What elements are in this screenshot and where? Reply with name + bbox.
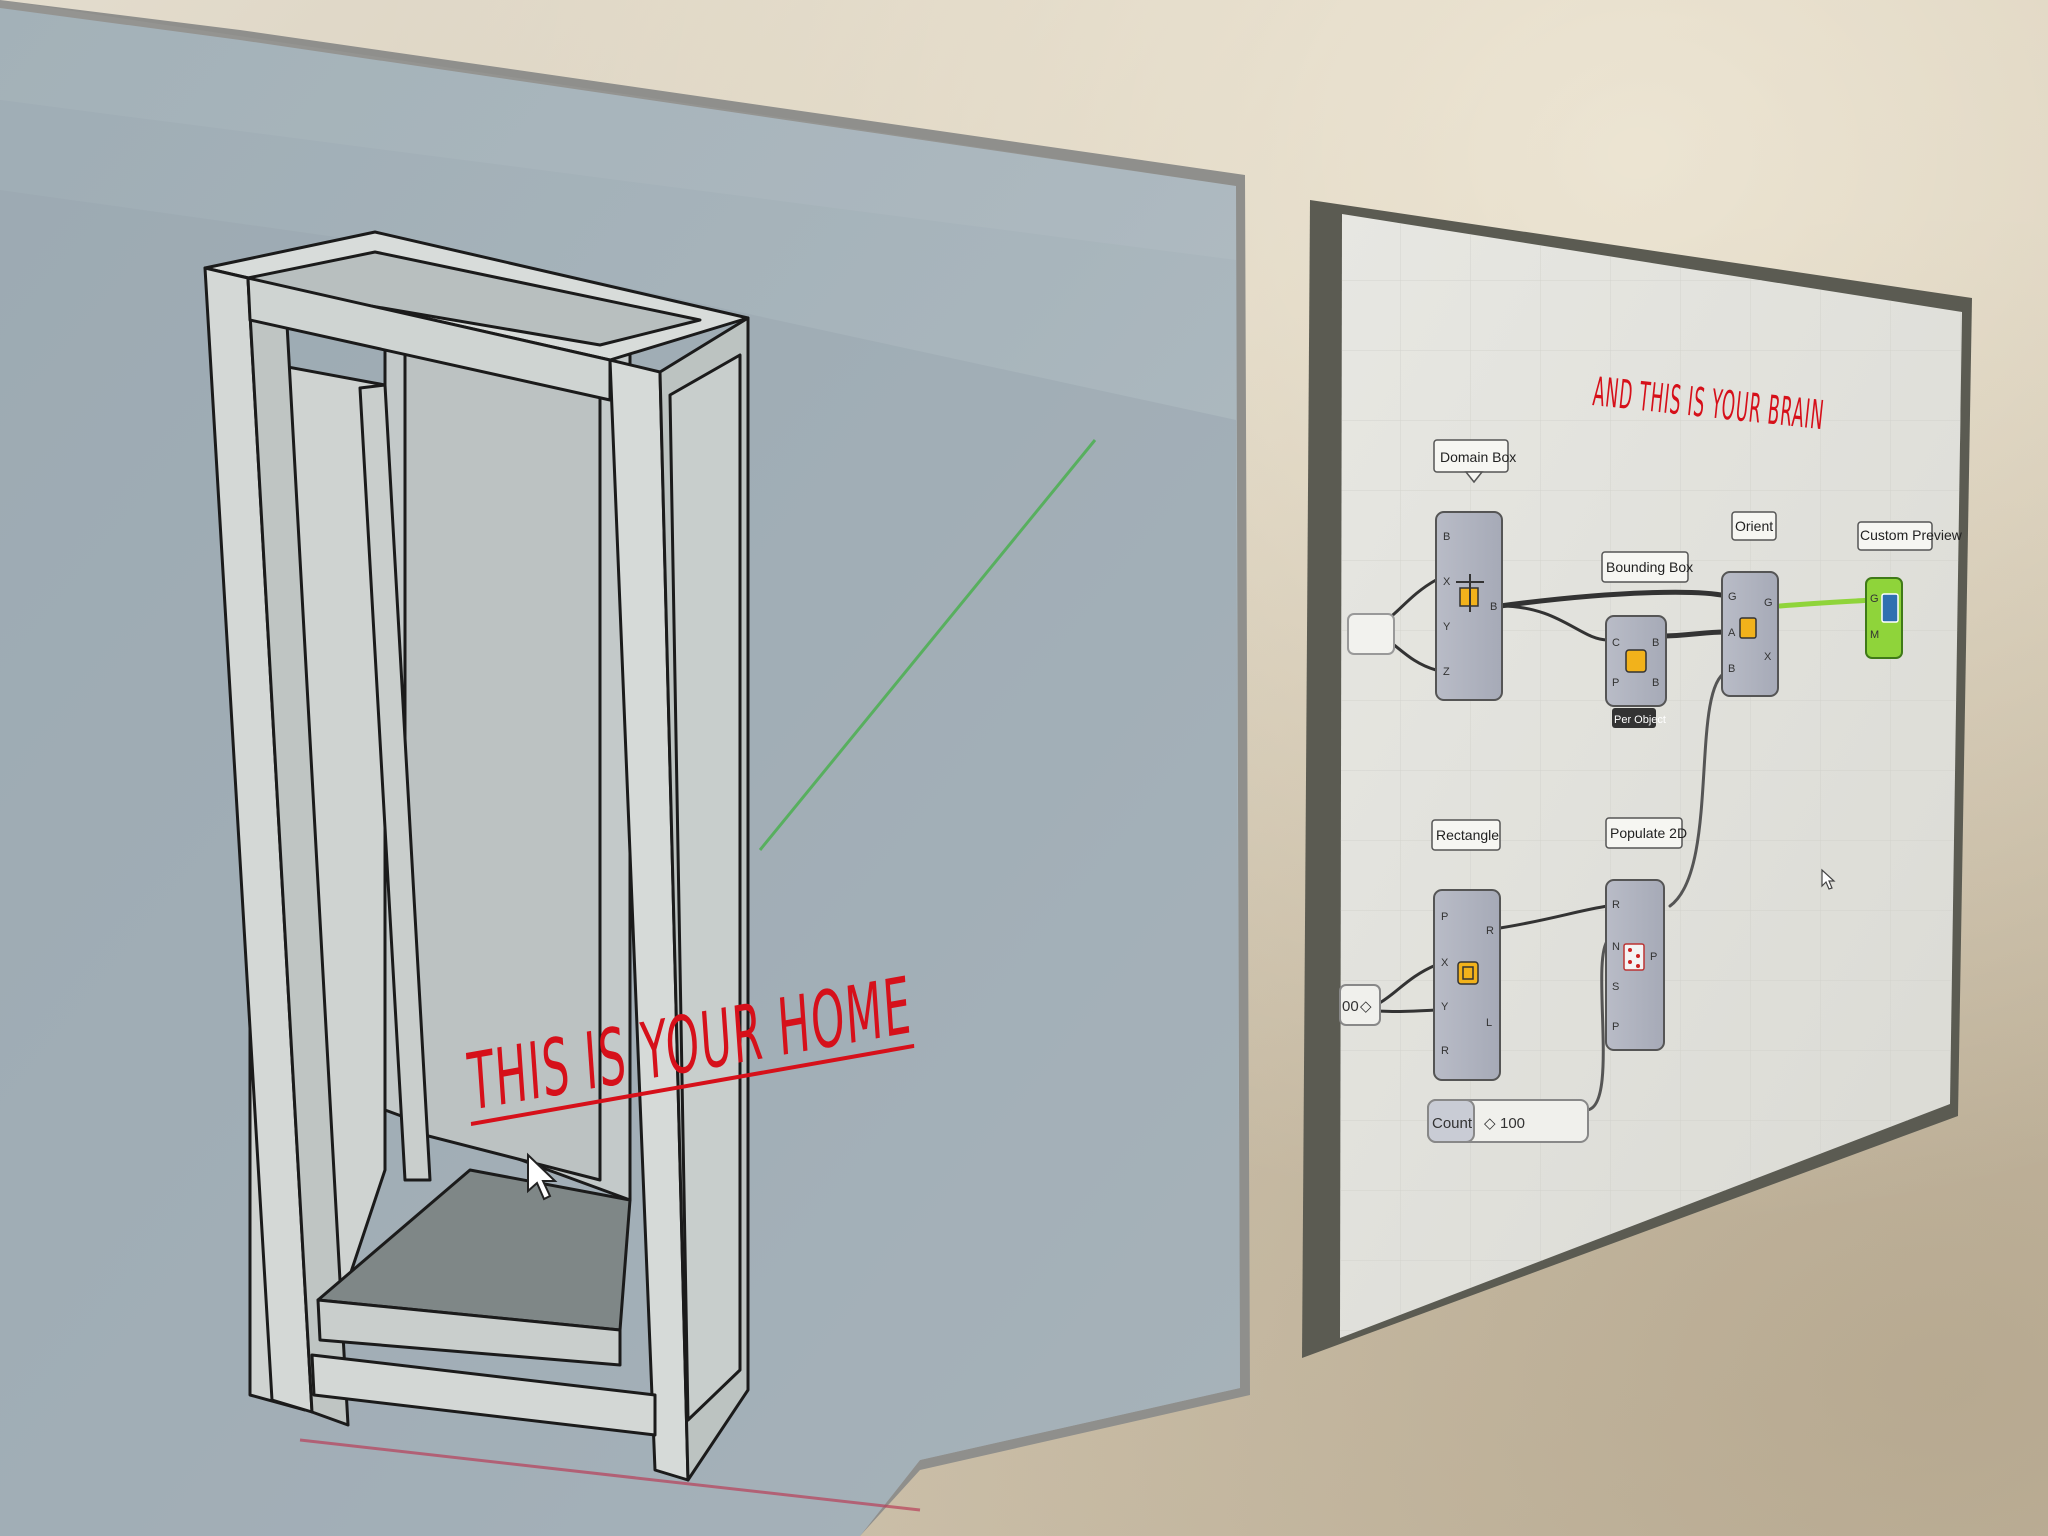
port-label: P: [1650, 951, 1657, 963]
node-label: Custom Preview: [1860, 527, 1963, 543]
partial-panel[interactable]: [1347, 613, 1395, 655]
port-label: N: [1612, 941, 1620, 953]
port-label: X: [1443, 576, 1451, 588]
node-label: Populate 2D: [1610, 825, 1687, 841]
port-label: R: [1441, 1045, 1449, 1057]
orient-icon: [1739, 617, 1757, 639]
rectangle-icon: [1457, 961, 1479, 985]
port-label: G: [1764, 597, 1773, 609]
right-poster: AND THIS IS YOUR BRAIN 00 ◇ Domai: [1302, 200, 1972, 1358]
port-label: R: [1612, 899, 1620, 911]
populate-icon: [1623, 943, 1645, 971]
port-label: B: [1652, 637, 1659, 649]
partial-slider-value: 00: [1342, 998, 1359, 1015]
node-orient[interactable]: Orient G A B G X: [1721, 511, 1779, 697]
count-slider[interactable]: Count ◇ 100: [1427, 1099, 1589, 1143]
node-label: Domain Box: [1440, 449, 1516, 465]
per-object-badge-text: Per Object: [1614, 714, 1666, 726]
node-label: Bounding Box: [1606, 559, 1693, 575]
port-label: S: [1612, 981, 1619, 993]
port-label: B: [1652, 677, 1659, 689]
port-label: Y: [1443, 621, 1451, 633]
port-label: G: [1728, 591, 1737, 603]
port-label: P: [1612, 677, 1619, 689]
port-label: L: [1486, 1017, 1492, 1029]
wires: [1358, 578, 1873, 1112]
count-slider-label: Count: [1432, 1115, 1473, 1132]
port-label: P: [1441, 911, 1448, 923]
port-label: B: [1443, 531, 1450, 543]
screen-glare: [0, 0, 1236, 260]
cabinet-model: [203, 230, 750, 1482]
port-label: M: [1870, 629, 1879, 641]
diamond-icon: ◇: [1484, 1115, 1496, 1132]
canvas-cursor-icon: [1821, 868, 1836, 890]
node-custom-preview[interactable]: Custom Preview G M: [1857, 521, 1963, 659]
port-label: X: [1764, 651, 1772, 663]
node-populate-2d[interactable]: Populate 2D R N S P P: [1605, 817, 1687, 1051]
port-label: X: [1441, 957, 1449, 969]
custom-preview-icon: [1881, 593, 1899, 623]
node-bounding-box[interactable]: Bounding Box C P B B Per Object: [1601, 551, 1693, 728]
per-object-badge: [1612, 708, 1656, 728]
port-label: R: [1486, 925, 1494, 937]
domain-box-icon: [1456, 574, 1484, 612]
port-label: B: [1728, 663, 1735, 675]
node-label: Rectangle: [1436, 827, 1499, 843]
port-label: G: [1870, 593, 1879, 605]
cursor-icon: [527, 1152, 558, 1201]
node-domain-box[interactable]: Domain Box B X Y Z B: [1433, 439, 1516, 701]
x-axis-line: [299, 1438, 921, 1512]
port-label: A: [1728, 627, 1736, 639]
diamond-icon: ◇: [1360, 998, 1372, 1015]
port-label: B: [1490, 601, 1497, 613]
port-label: Y: [1441, 1001, 1449, 1013]
port-label: C: [1612, 637, 1620, 649]
port-label: Z: [1443, 666, 1450, 678]
count-slider-value: 100: [1500, 1115, 1525, 1132]
port-label: P: [1612, 1021, 1619, 1033]
left-poster: THIS IS YOUR HOME: [0, 0, 1250, 1536]
partial-number-slider[interactable]: 00 ◇: [1339, 984, 1381, 1026]
y-axis-line: [758, 439, 1097, 851]
node-rectangle[interactable]: Rectangle P X Y R R L: [1431, 819, 1501, 1081]
bounding-box-icon: [1625, 649, 1647, 673]
node-label: Orient: [1735, 518, 1773, 534]
